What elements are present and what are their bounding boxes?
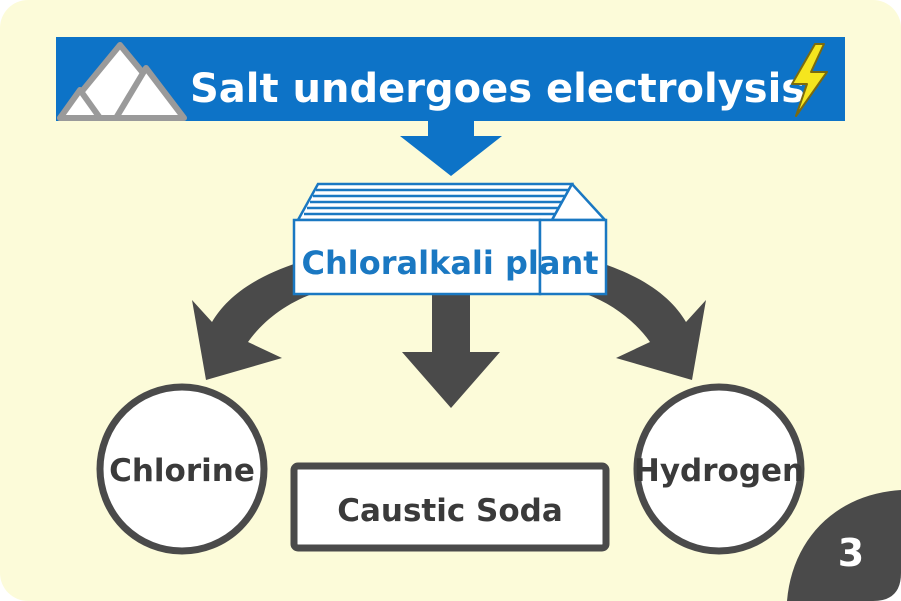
caustic-soda-node [290,462,610,552]
step-number-badge [787,490,901,601]
lightning-bolt-icon [791,43,828,117]
step-number: 3 [838,531,864,575]
banner-title: Salt undergoes electrolysis [190,66,805,112]
hydrogen-node [633,383,805,555]
chlorine-label: Chlorine [109,453,255,489]
mountain-icon [57,42,187,121]
factory-icon [292,182,608,296]
caustic-soda-label: Caustic Soda [337,493,563,529]
plant-label: Chloralkali plant [301,244,598,282]
arrow-to-caustic-soda [402,280,500,408]
banner-down-arrow [400,121,502,176]
arrow-to-hydrogen [586,262,706,380]
plant-output-arrows [192,262,706,408]
chlorine-node [96,383,268,555]
arrow-to-chlorine [192,262,312,380]
hydrogen-label: Hydrogen [634,453,804,489]
title-banner [56,37,845,121]
